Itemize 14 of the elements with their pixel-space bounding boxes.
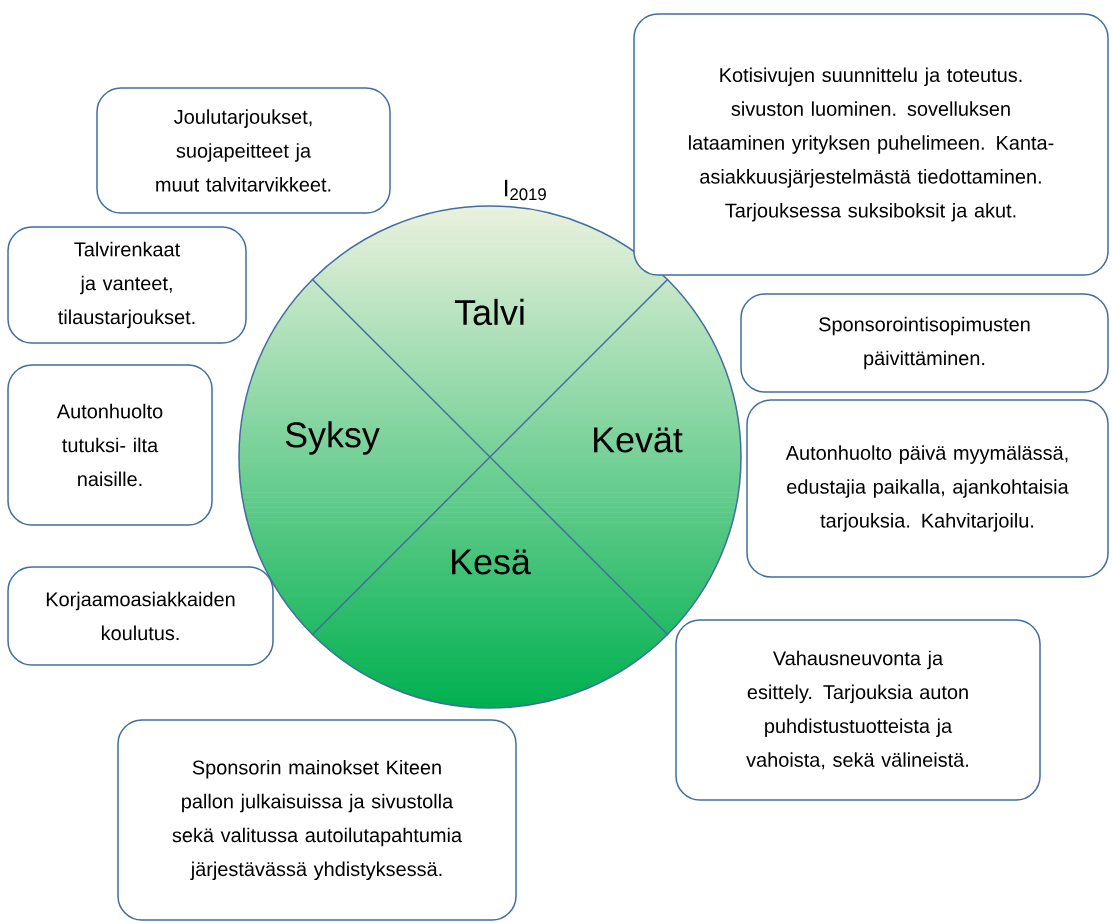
callout-box: Joulutarjoukset, suojapeitteet ja muut talvitarvikkeet. [96,87,391,214]
season-label: Syksy [285,421,380,455]
season-label: Kevät [594,427,683,453]
callout-box: Korjaamoasiakkaiden koulutus. [7,566,274,666]
callout-box: Talvirenkaat ja vanteet, tilaustarjoukset. [7,226,247,344]
callout-box: Sponsorointisopimusten päivittäminen. [740,293,1109,393]
year-label: I$_{2019}$ [505,179,546,201]
callout-box: Kotisivujen suunnittelu ja toteutus. sivuston luominen. sovelluksen lataaminen yrityksen puhelimeen. Kanta-asiakkuusjärjestelmästä tiedottaminen. Tarjouksessa suksiboksit ja akut. [633,13,1109,276]
season-label: Talvi [454,298,524,326]
season-label: Kesä [452,549,531,575]
callout-box: Autonhuolto päivä myymälässä, edustajia paikalla, ajankohtaisia tarjouksia. Kahvitarjoilu. [746,399,1109,578]
callout-box: Vahausneuvonta ja esittely. Tarjouksia auton puhdistustuotteista ja vahoista, sekä välineistä. [675,619,1041,801]
callout-box: Autonhuolto tutuksi- ilta naisille. [7,364,213,526]
callout-box: Sponsorin mainokset Kiteen pallon julkaisuissa ja sivustolla sekä valitussa autoilutapahtumia järjestävässä yhdistyksessä. [117,719,517,921]
